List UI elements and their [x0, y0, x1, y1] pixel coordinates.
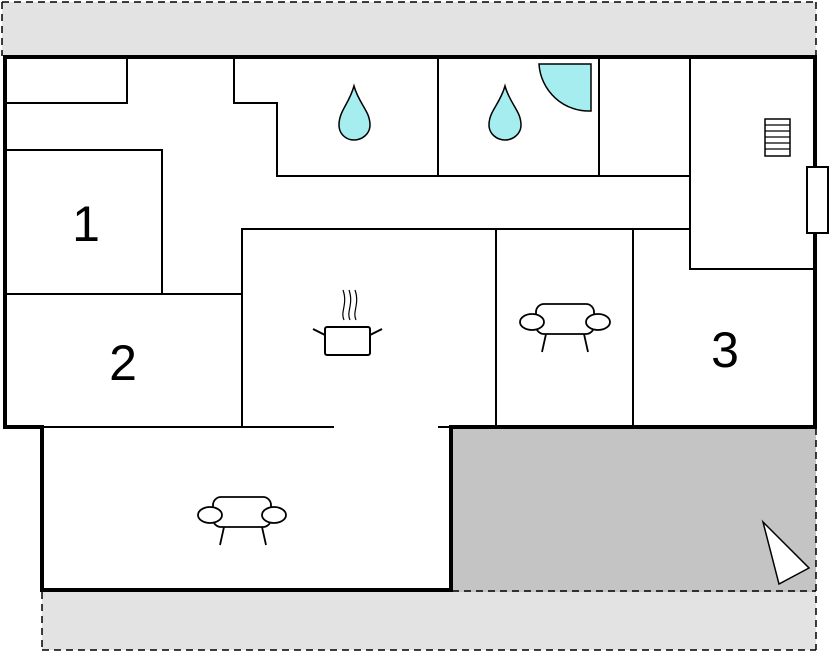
north-arrow-icon: [761, 519, 811, 586]
interior-walls: [5, 57, 815, 428]
terrace: [452, 428, 816, 592]
room-number-2: 2: [109, 335, 137, 391]
outdoor-strip-top: [2, 2, 816, 56]
room-number-3: 3: [711, 322, 739, 378]
outdoor-strip-bottom: [42, 592, 816, 650]
door-swing-icon: [538, 63, 592, 112]
room-number-1: 1: [72, 196, 100, 252]
stairs-icon: [764, 118, 791, 157]
cooking-pot-icon: [312, 289, 383, 356]
window: [806, 166, 829, 234]
sofa-icon: [519, 303, 611, 353]
shower-icon: [338, 83, 371, 141]
washbasin-icon: [488, 83, 522, 141]
outdoor-boundary: [1, 1, 817, 651]
sofa-icon: [197, 496, 287, 546]
